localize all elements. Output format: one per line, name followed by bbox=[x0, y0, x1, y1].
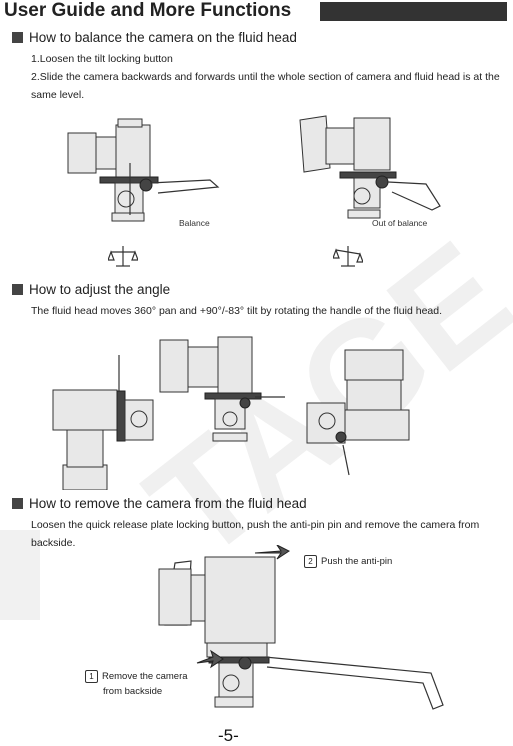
step-2: 2.Slide the camera backwards and forward… bbox=[31, 71, 500, 101]
square-bullet-icon bbox=[12, 284, 23, 295]
section-balance-heading: How to balance the camera on the fluid h… bbox=[12, 30, 297, 45]
section-remove-heading: How to remove the camera from the fluid … bbox=[12, 496, 307, 511]
scale-balanced-icon bbox=[108, 246, 138, 267]
section-angle-body: The fluid head moves 360° pan and +90°/-… bbox=[31, 305, 443, 317]
title-bar-decoration bbox=[320, 2, 507, 21]
callout-remove-camera-line2: from backside bbox=[103, 686, 163, 697]
callout-push-anti-pin: 2 Push the anti-pin bbox=[304, 555, 392, 568]
section-remove-body: Loosen the quick release plate locking b… bbox=[31, 519, 480, 549]
angle-adjust-illustrations bbox=[52, 336, 410, 490]
square-bullet-icon bbox=[12, 32, 23, 43]
section-angle-heading: How to adjust the angle bbox=[12, 282, 170, 297]
balance-camera-illustration bbox=[67, 118, 220, 222]
scale-unbalanced-icon bbox=[333, 246, 363, 267]
page-number: -5- bbox=[218, 726, 239, 745]
out-of-balance-camera-illustration bbox=[299, 115, 441, 219]
caption-out-of-balance: Out of balance bbox=[372, 218, 428, 228]
callout-remove-camera: 1 Remove the camera bbox=[85, 670, 188, 683]
caption-balance: Balance bbox=[179, 218, 210, 228]
remove-camera-illustration bbox=[158, 545, 444, 710]
section-balance-steps: 1.Loosen the tilt locking button 2.Slide… bbox=[31, 50, 501, 104]
page-title: User Guide and More Functions bbox=[4, 0, 292, 21]
square-bullet-icon bbox=[12, 498, 23, 509]
step-1: 1.Loosen the tilt locking button bbox=[31, 53, 173, 65]
